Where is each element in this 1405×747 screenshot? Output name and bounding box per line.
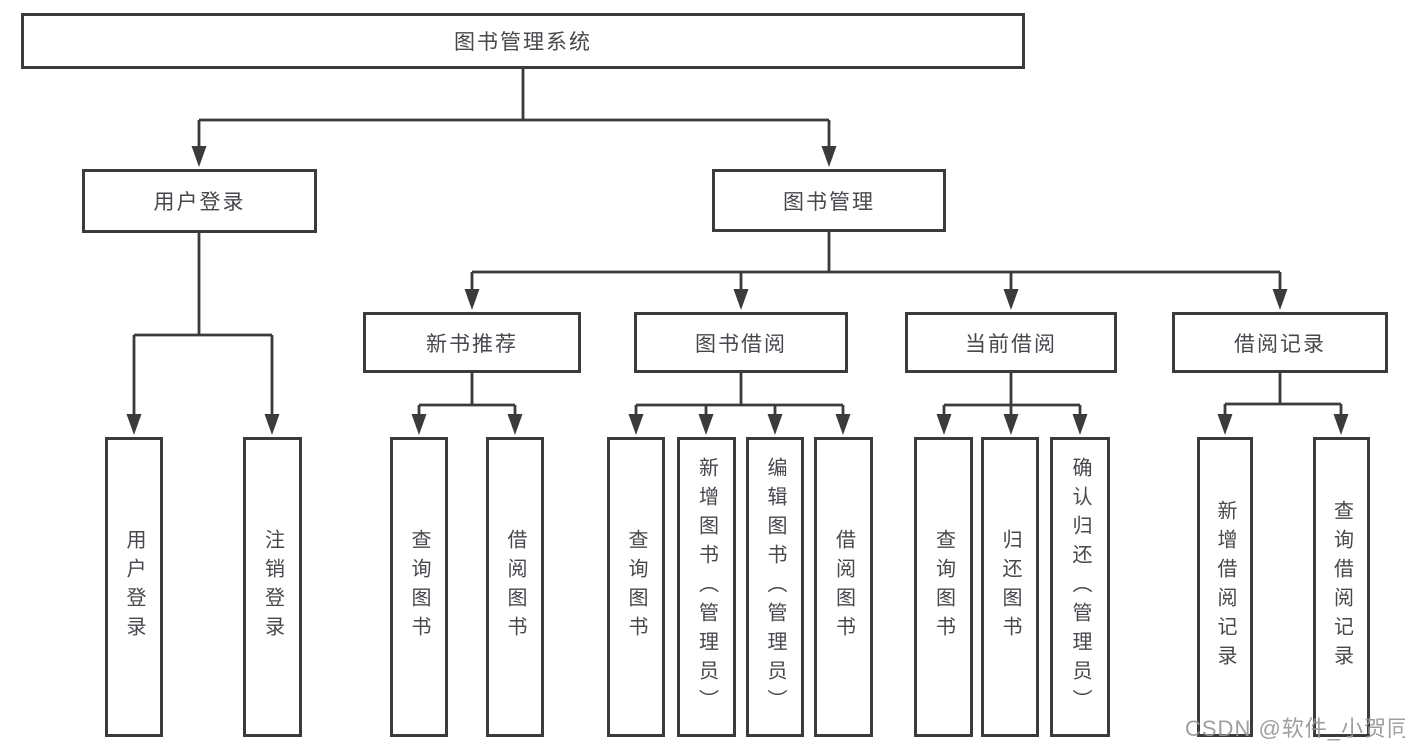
node-borrowing-records: 借阅记录 [1172,312,1388,373]
leaf-label: 新增借阅记录 [1214,500,1236,674]
leaf-label: 用户登录 [123,529,145,645]
node-book-management: 图书管理 [712,169,946,232]
leaf-query-books-recommend: 查询图书 [390,437,448,737]
leaf-query-books-borrowing: 查询图书 [607,437,665,737]
leaf-label: 注销登录 [261,529,284,645]
leaf-return-books: 归还图书 [981,437,1039,737]
leaf-label: 借阅图书 [832,529,855,645]
leaf-edit-books-admin: 编辑图书（管理员） [746,437,804,737]
leaf-query-books-current: 查询图书 [914,437,973,737]
node-system-root: 图书管理系统 [21,13,1025,69]
leaf-label: 查询图书 [932,529,955,645]
leaf-logout: 注销登录 [243,437,302,737]
leaf-label: 归还图书 [999,529,1021,645]
leaf-label: 新增图书（管理员） [695,456,718,718]
leaf-borrow-books-borrowing: 借阅图书 [814,437,873,737]
node-label: 借阅记录 [1234,332,1326,356]
leaf-add-books-admin: 新增图书（管理员） [677,437,736,737]
leaf-label: 确认归还（管理员） [1069,456,1091,718]
watermark-csdn: CSDN @软件_小贺同学 [1185,716,1405,741]
leaf-user-login: 用户登录 [105,437,163,737]
node-label: 图书借阅 [695,332,787,356]
leaf-label: 查询借阅记录 [1330,500,1353,674]
node-label: 新书推荐 [426,332,518,356]
leaf-label: 编辑图书（管理员） [764,456,786,718]
leaf-query-borrow-record: 查询借阅记录 [1313,437,1370,737]
leaf-borrow-books-recommend: 借阅图书 [486,437,544,737]
node-current-borrowing: 当前借阅 [905,312,1117,373]
leaf-add-borrow-record: 新增借阅记录 [1197,437,1253,737]
node-user-login: 用户登录 [82,169,317,233]
node-label: 用户登录 [153,191,246,214]
leaf-label: 借阅图书 [504,529,526,645]
leaf-label: 查询图书 [408,529,430,645]
leaf-label: 查询图书 [625,529,647,645]
node-new-book-recommend: 新书推荐 [363,312,581,373]
node-label: 图书管理系统 [454,31,592,54]
node-book-borrowing: 图书借阅 [634,312,848,373]
leaf-confirm-return-admin: 确认归还（管理员） [1050,437,1110,737]
node-label: 当前借阅 [965,332,1057,356]
node-label: 图书管理 [783,190,875,214]
